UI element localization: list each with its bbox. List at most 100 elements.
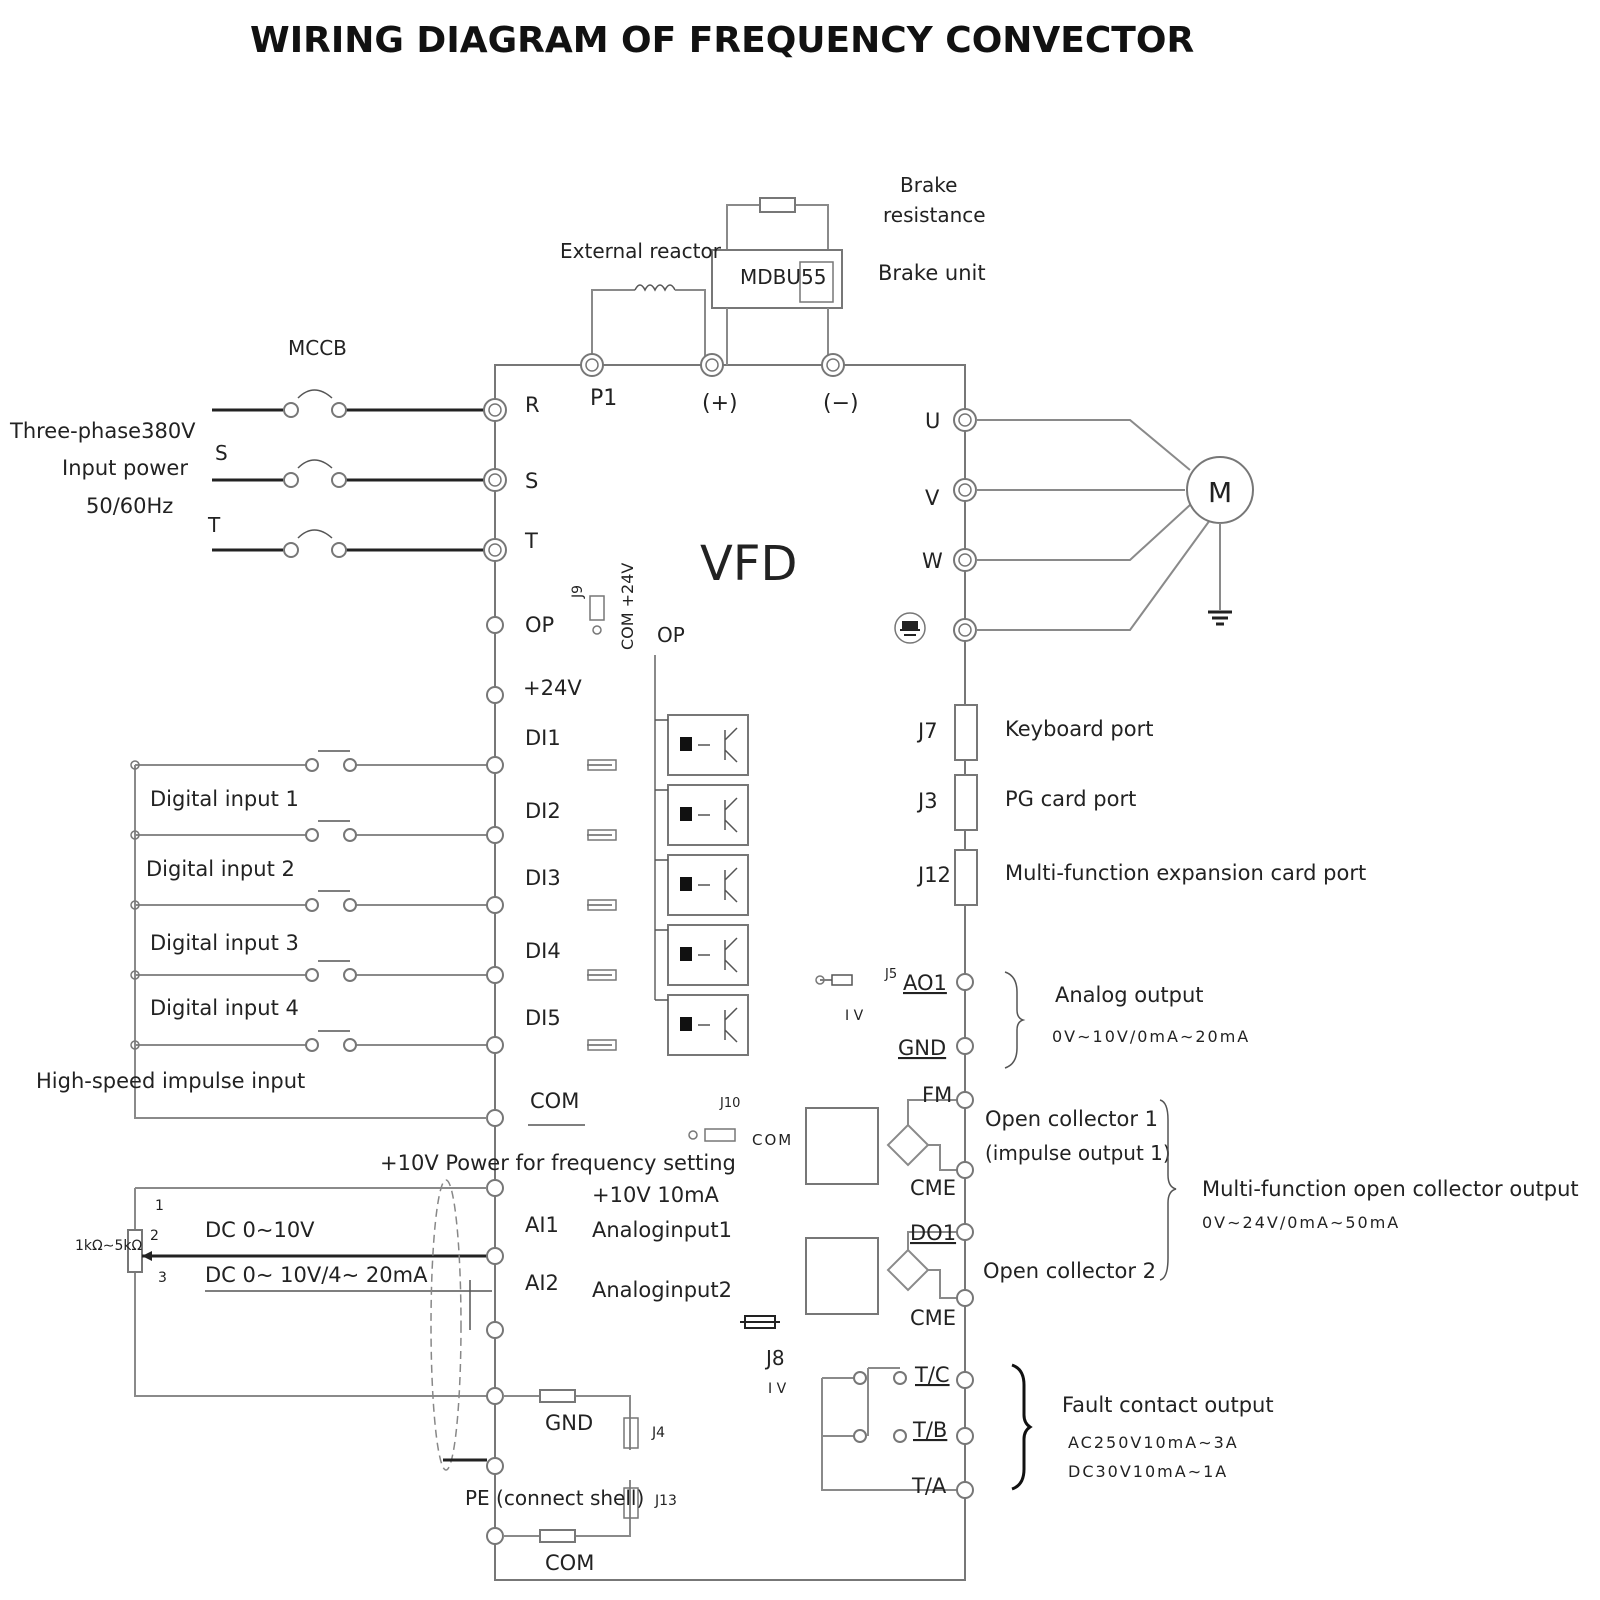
motor-section: U V W M xyxy=(894,408,1254,644)
optocoupler-icon xyxy=(655,924,749,986)
open-collector-1-sub: (impulse output 1) xyxy=(985,1141,1171,1165)
j10-label: J10 xyxy=(719,1096,740,1111)
terminal-di3: DI3 xyxy=(525,866,561,890)
external-reactor: External reactor xyxy=(560,239,722,365)
brake-resistance: Brake resistance xyxy=(726,173,986,260)
j8-iv-label: I V xyxy=(768,1381,787,1397)
power-line-3: 50/60Hz xyxy=(86,494,173,518)
terminal-r: R xyxy=(525,393,540,417)
inductor-icon xyxy=(634,284,676,292)
ground-terminal-icon xyxy=(894,612,926,644)
potentiometer-icon xyxy=(127,1229,143,1273)
j5-iv-label: I V xyxy=(845,1008,864,1024)
left-terminals: OP +24V DI1 DI2 DI3 DI4 DI5 COM xyxy=(486,613,585,1127)
terminal-com: COM xyxy=(530,1089,579,1113)
di-terminal xyxy=(486,1036,504,1054)
analog-output-label: Analog output xyxy=(1055,983,1204,1007)
power-rating-label: +10V 10mA xyxy=(592,1183,720,1207)
terminal-plus: (+) xyxy=(702,391,738,416)
brake-resistance-label-2: resistance xyxy=(883,203,986,227)
terminal-op: OP xyxy=(525,613,554,637)
power-freq-label: +10V Power for frequency setting xyxy=(380,1151,736,1175)
terminal-do1: DO1 xyxy=(910,1221,956,1245)
fault-contact-section: T/C T/B T/A Fault contact output AC250V1… xyxy=(821,1363,1274,1499)
switch-contact xyxy=(343,828,357,842)
port-connector xyxy=(954,849,978,906)
switch-contact xyxy=(305,968,319,982)
terminal-di1: DI1 xyxy=(525,726,561,750)
resistor-icon xyxy=(759,197,796,213)
j5-label: J5 xyxy=(884,967,897,982)
di-terminal xyxy=(486,826,504,844)
switch-contact xyxy=(305,828,319,842)
di-terminal xyxy=(486,966,504,984)
terminal-p1: P1 xyxy=(590,386,617,411)
motor-label: M xyxy=(1208,476,1232,509)
multi-function-oc-label: Multi-function open collector output xyxy=(1202,1177,1579,1201)
j13-label: J13 xyxy=(654,1493,677,1509)
terminal-minus: (−) xyxy=(823,391,859,416)
mccb-label: MCCB xyxy=(288,336,347,360)
open-collector-1-label: Open collector 1 xyxy=(985,1107,1158,1131)
analog-input-section: +10V Power for frequency setting +10V 10… xyxy=(75,1151,736,1575)
terminal-s: S xyxy=(525,469,538,493)
switch-contact xyxy=(343,898,357,912)
switch-contact xyxy=(343,758,357,772)
terminal-ai1: AI1 xyxy=(525,1213,559,1237)
j8-label: J8 xyxy=(764,1346,785,1370)
j10-com-label: COM xyxy=(752,1131,793,1149)
terminal-di5: DI5 xyxy=(525,1006,561,1030)
terminal-gnd-ai: GND xyxy=(545,1411,593,1435)
power-line-2: Input power xyxy=(62,456,188,480)
fault-spec-dc: DC30V10mA∼1A xyxy=(1068,1462,1228,1481)
terminal-cme-1: CME xyxy=(910,1176,956,1200)
terminal-w: W xyxy=(922,549,943,573)
digital-input-4-label: Digital input 4 xyxy=(150,996,299,1020)
switch-contact xyxy=(343,1038,357,1052)
vfd-label: VFD xyxy=(700,536,797,592)
digital-input-2-label: Digital input 2 xyxy=(146,857,295,881)
port-connector xyxy=(954,774,978,831)
terminal-di2: DI2 xyxy=(525,799,561,823)
phase-s-label: S xyxy=(215,441,228,465)
switch-contact xyxy=(305,1038,319,1052)
j8-jumper-icon xyxy=(740,1315,780,1329)
terminal-gnd-ao: GND xyxy=(898,1036,946,1060)
ai2-desc: Analoginput2 xyxy=(592,1278,732,1302)
ground-icon xyxy=(1208,610,1232,626)
pot-pin-2: 2 xyxy=(150,1228,159,1244)
switch-contact xyxy=(305,898,319,912)
port-label: Keyboard port xyxy=(1005,717,1153,741)
diagram-title: WIRING DIAGRAM OF FREQUENCY CONVECTOR xyxy=(250,20,1194,61)
fault-contact-label: Fault contact output xyxy=(1062,1393,1274,1417)
terminal-cme-2: CME xyxy=(910,1306,956,1330)
port-id: J12 xyxy=(916,863,951,887)
jumper-j9: J9 COM +24V OP xyxy=(570,563,685,1000)
optocoupler-icon xyxy=(655,784,749,846)
di-terminal xyxy=(486,896,504,914)
terminal-v: V xyxy=(925,486,940,510)
power-line-1: Three-phase380V xyxy=(9,419,196,443)
shield-icon xyxy=(430,1179,462,1471)
terminal-com-ai: COM xyxy=(545,1551,594,1575)
terminal-tb: T/B xyxy=(912,1418,947,1442)
ai1-desc: Analoginput1 xyxy=(592,1218,732,1242)
fault-spec-ac: AC250V10mA∼3A xyxy=(1068,1433,1239,1452)
port-label: PG card port xyxy=(1005,787,1136,811)
pot-pin-1: 1 xyxy=(155,1198,164,1214)
dc-0-10v-4-20ma-label: DC 0∼ 10V/4∼ 20mA xyxy=(205,1263,428,1287)
terminal-fm: FM xyxy=(922,1083,952,1107)
open-collector-section: J10 COM FM CME DO1 CME Open collector 1 … xyxy=(688,1083,1579,1397)
optocoupler-inputs xyxy=(655,714,749,1056)
high-speed-impulse-label: High-speed impulse input xyxy=(36,1069,305,1093)
open-collector-2-label: Open collector 2 xyxy=(983,1259,1156,1283)
terminal-ta: T/A xyxy=(911,1474,947,1498)
port-id: J7 xyxy=(916,719,938,743)
terminal-ai2: AI2 xyxy=(525,1271,559,1295)
j9-label: J9 xyxy=(570,585,586,599)
brake-unit: MDBU55 Brake unit xyxy=(711,249,986,365)
top-terminals: P1 (+) (−) xyxy=(580,353,859,416)
dc-0-10v-label: DC 0∼10V xyxy=(205,1218,315,1242)
terminal-tc: T/C xyxy=(914,1363,950,1387)
